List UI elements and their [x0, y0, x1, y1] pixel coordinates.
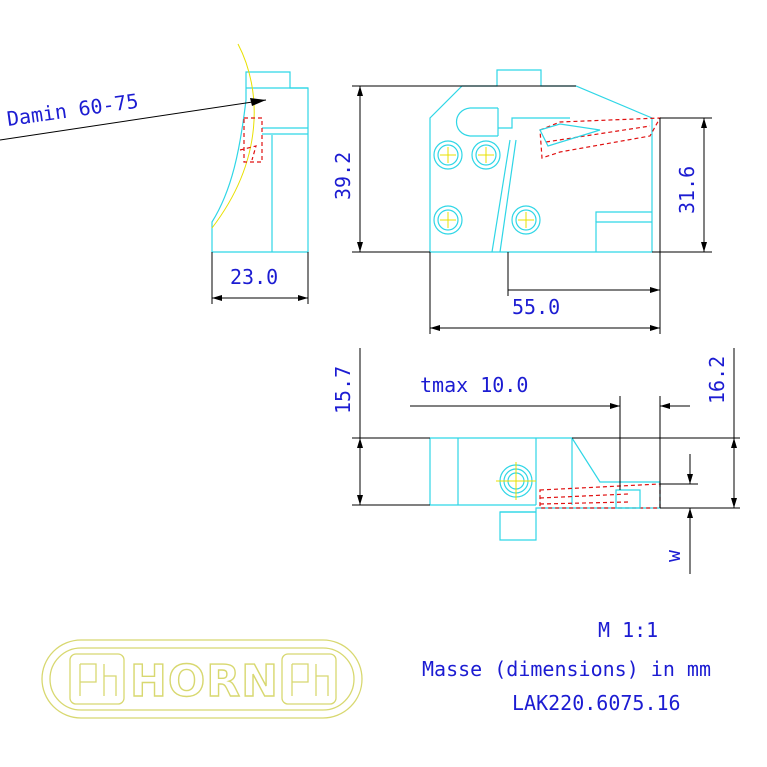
- horn-logo-text: HORN: [130, 656, 279, 707]
- dim-width-side: 23.0: [211, 252, 309, 304]
- dim-15-7: 15.7: [331, 348, 430, 506]
- dim-15-7-label: 15.7: [331, 366, 355, 414]
- dim-length-label: 55.0: [512, 295, 560, 319]
- dim-width-side-label: 23.0: [230, 265, 278, 289]
- part-number: LAK220.6075.16: [512, 691, 681, 715]
- damin-leader: [0, 99, 267, 141]
- dim-tmax-label: tmax 10.0: [420, 373, 528, 397]
- top-view: [429, 437, 661, 541]
- dim-w-label: w: [661, 549, 685, 562]
- dim-16-2: 16.2: [572, 348, 740, 509]
- dim-16-2-label: 16.2: [705, 356, 729, 404]
- dim-tmax: tmax 10.0: [410, 373, 690, 508]
- horn-logo: HORN: [41, 639, 363, 719]
- damin-label: Damin 60-75: [5, 89, 140, 131]
- dim-height-total-label: 39.2: [331, 152, 355, 200]
- dim-length: 55.0: [429, 118, 661, 334]
- dim-height-total: 39.2: [331, 85, 576, 253]
- dim-height-insert-label: 31.6: [675, 166, 699, 214]
- dim-w: w: [660, 454, 698, 574]
- units-note: Masse (dimensions) in mm: [422, 657, 711, 681]
- dim-height-insert: 31.6: [652, 117, 712, 253]
- scale-label: M 1:1: [598, 618, 658, 642]
- front-view: [429, 69, 662, 253]
- damin-arrowhead: [250, 98, 266, 106]
- side-view: [211, 43, 309, 253]
